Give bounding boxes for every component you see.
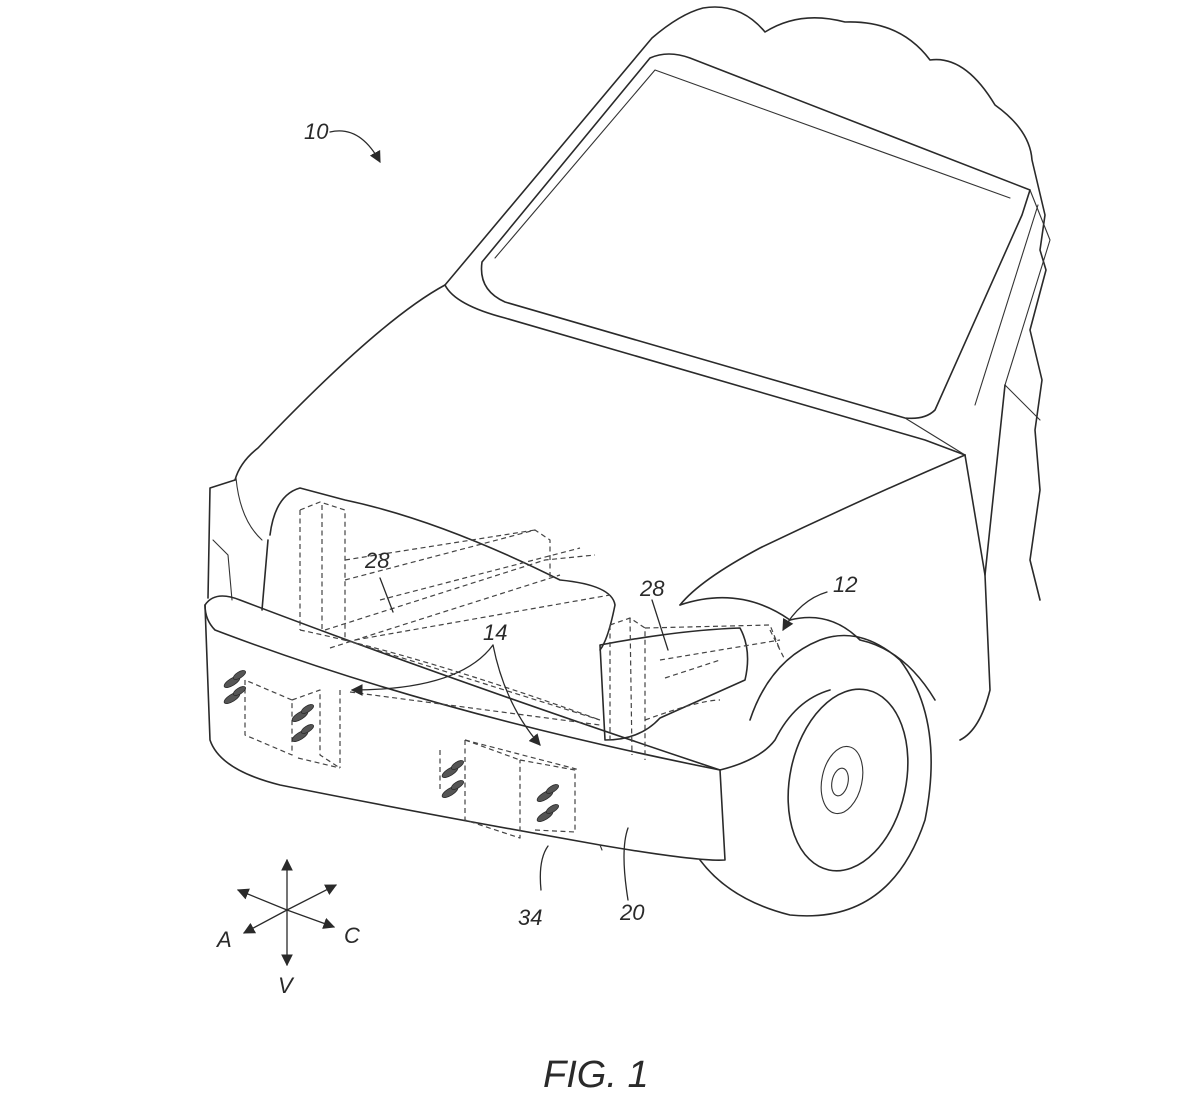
direction-label-c: C xyxy=(344,923,360,948)
label-14: 14 xyxy=(483,620,507,645)
label-10: 10 xyxy=(304,119,329,144)
label-28-left: 28 xyxy=(364,548,390,573)
figure-caption: FIG. 1 xyxy=(543,1054,649,1096)
direction-compass: A C V xyxy=(215,858,360,998)
label-28-right: 28 xyxy=(639,576,665,601)
direction-label-v: V xyxy=(278,973,295,998)
direction-label-a: A xyxy=(215,927,232,952)
vehicle-body xyxy=(207,6,1051,741)
label-34: 34 xyxy=(518,905,542,930)
leader-lines xyxy=(329,130,828,901)
hidden-structure xyxy=(244,501,786,839)
label-12: 12 xyxy=(833,572,857,597)
front-bumper xyxy=(204,595,831,862)
label-20: 20 xyxy=(619,900,645,925)
front-wheel xyxy=(699,634,932,917)
reference-numerals: 10 28 28 12 14 34 20 xyxy=(304,119,857,930)
airflow-marks xyxy=(223,670,559,823)
